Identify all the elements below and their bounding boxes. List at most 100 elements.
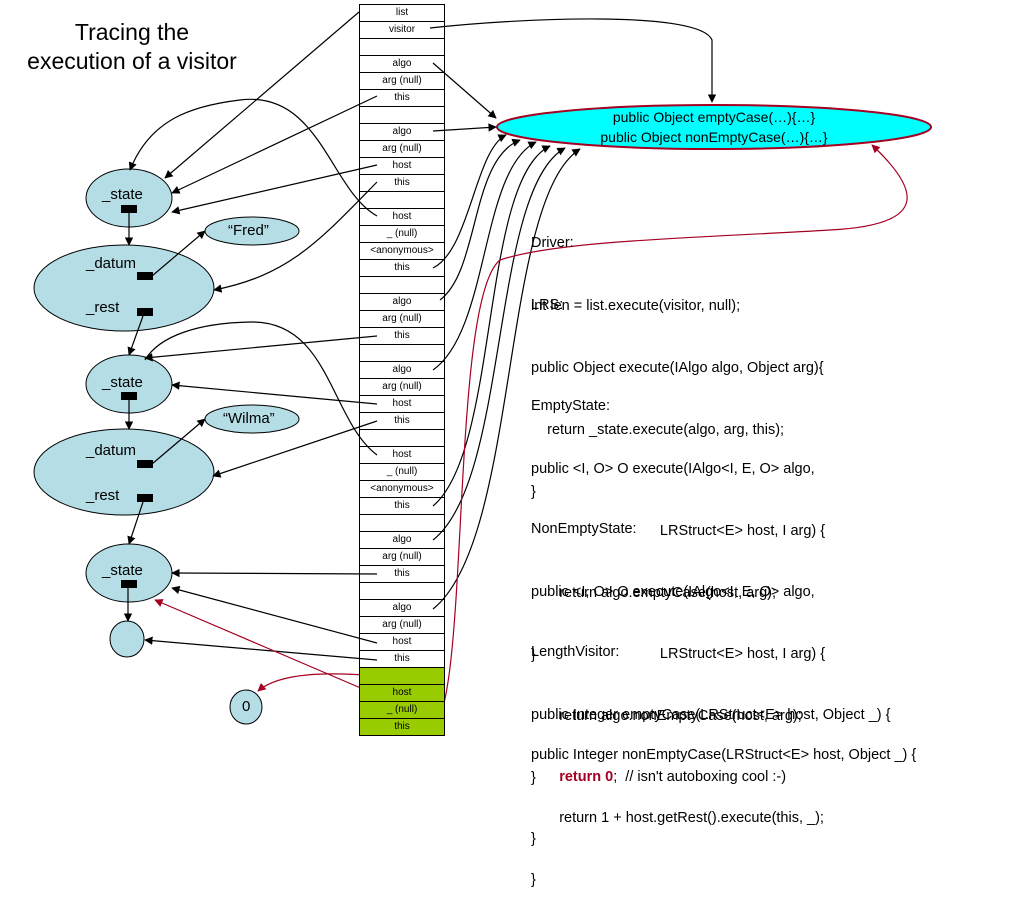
object-diagram [33, 11, 932, 729]
stack-frame-separator [360, 429, 444, 446]
stack-frame-separator [360, 514, 444, 531]
stack-cell: visitor [360, 21, 444, 38]
state-handle-1 [121, 205, 137, 213]
stack-cell: algo [360, 293, 444, 310]
algo-ref-arrow-5 [432, 147, 566, 541]
stack-frame-separator [360, 38, 444, 55]
code-line: LRStruct<E> host, I arg) { [531, 645, 826, 662]
code-line: } [531, 646, 536, 663]
return-to-visitor-arrow [432, 144, 908, 729]
rest-handle-2 [137, 494, 153, 502]
anon-this-arrow-2 [432, 145, 551, 507]
this-ref-arrow-2 [213, 181, 378, 293]
this-ref-arrow-3 [144, 335, 378, 362]
this-ref-arrow-5 [171, 568, 378, 578]
datum-handle-1 [137, 272, 153, 280]
stack-frame-separator [360, 106, 444, 123]
code-line: } [531, 483, 536, 500]
code-line: EmptyState: [531, 398, 610, 415]
empty-node [109, 620, 145, 658]
stack-cell: this [360, 497, 444, 514]
stack-cell: algo [360, 361, 444, 378]
this-ref-arrow-4 [212, 420, 378, 478]
stack-cell: algo [360, 123, 444, 140]
code-line: LRStruct<E> host, I arg) { [531, 522, 826, 539]
rest-handle-1 [137, 308, 153, 316]
state-label-3: _state [102, 562, 143, 579]
rest-label-2: _rest [86, 487, 120, 504]
algo-ref-arrow-3 [439, 138, 521, 301]
host-ref-arrow-1 [171, 164, 378, 215]
nonempty-case-code: public Integer nonEmptyCase(LRStruct<E> … [531, 704, 916, 911]
list-ref-arrow [164, 11, 360, 179]
title-line-1: Tracing the [74, 19, 190, 45]
title-line-2: execution of a visitor [27, 48, 237, 74]
stack-cell: arg (null) [360, 310, 444, 327]
code-line: NonEmptyState: [531, 521, 637, 538]
code-line: Driver: [531, 235, 574, 252]
state-label-2: _state [102, 374, 143, 391]
stack-cell: algo [360, 531, 444, 548]
nonempty-state-code: NonEmptyState: public <I, O> O execute(I… [531, 478, 825, 809]
stack-cell: _ (null) [360, 701, 444, 718]
host-ref-arrow-4 [144, 321, 378, 456]
stack-cell: host [360, 395, 444, 412]
datum-label-2: _datum [86, 442, 137, 459]
code-line: return 1 + host.getRest().execute(this, … [531, 809, 824, 826]
state-handle-2 [121, 392, 137, 400]
algo-ref-arrow-4 [432, 141, 537, 371]
rest2-to-state3-arrow [127, 501, 144, 545]
stack-cell: algo [360, 55, 444, 72]
stack-cell: this [360, 259, 444, 276]
zero-label: 0 [242, 698, 251, 715]
stack-cell: this [360, 327, 444, 344]
code-line: return algo.nonEmptyCase(host, arg); [531, 707, 802, 724]
stack-cell: this [360, 89, 444, 106]
host-return-arrow [154, 599, 378, 696]
datum1-to-fred-arrow [151, 230, 206, 277]
datum-handle-2 [137, 460, 153, 468]
stack-cell: <anonymous> [360, 242, 444, 259]
stack-cell: host [360, 684, 444, 701]
this-ref-arrow-1 [171, 95, 378, 194]
rest-label-1: _rest [86, 299, 120, 316]
stack-cell: arg (null) [360, 140, 444, 157]
stack-frame-separator [360, 667, 444, 684]
stack-cell: arg (null) [360, 548, 444, 565]
visitor-methods-oval [496, 104, 932, 150]
stack-cell: _ (null) [360, 463, 444, 480]
stack-cell: arg (null) [360, 378, 444, 395]
datum2-to-wilma-arrow [151, 418, 206, 465]
stack-frame-separator [360, 344, 444, 361]
stack-cell: this [360, 650, 444, 667]
host-ref-arrow-3 [171, 381, 378, 405]
state-label-1: _state [102, 186, 143, 203]
stack-cell: algo [360, 599, 444, 616]
stack-cell: <anonymous> [360, 480, 444, 497]
code-line: public Object execute(IAlgo algo, Object… [531, 359, 824, 376]
stack-cell: _ (null) [360, 225, 444, 242]
code-line: return algo.emptyCase(host, arg); [531, 584, 776, 601]
stack-cell: list [360, 4, 444, 21]
code-line: int len = list.execute(visitor, null); [531, 297, 741, 314]
stack-cell: host [360, 157, 444, 174]
stack-frame-separator [360, 276, 444, 293]
code-line: LengthVisitor: [531, 644, 620, 661]
wilma-label: “Wilma” [223, 410, 275, 427]
driver-code: Driver: int len = list.execute(visitor, … [531, 192, 740, 337]
datum-label-1: _datum [86, 255, 137, 272]
stack-cell: host [360, 633, 444, 650]
algo-ref-arrow-2 [432, 123, 497, 132]
stack-cell: arg (null) [360, 72, 444, 89]
stack-cell: this [360, 174, 444, 191]
stack-cell: this [360, 565, 444, 582]
code-line: public Integer nonEmptyCase(LRStruct<E> … [531, 747, 917, 764]
stack-cell: this [360, 412, 444, 429]
code-line: LRS: [531, 297, 564, 314]
state-handle-3 [121, 580, 137, 588]
zero-node [229, 689, 263, 725]
host-ref-arrow-2 [128, 98, 378, 217]
fred-label: “Fred” [228, 222, 269, 239]
code-line: public <I, O> O execute(IAlgo<I, E, O> a… [531, 460, 815, 477]
empty-state-code: EmptyState: public <I, O> O execute(IAlg… [531, 355, 825, 686]
